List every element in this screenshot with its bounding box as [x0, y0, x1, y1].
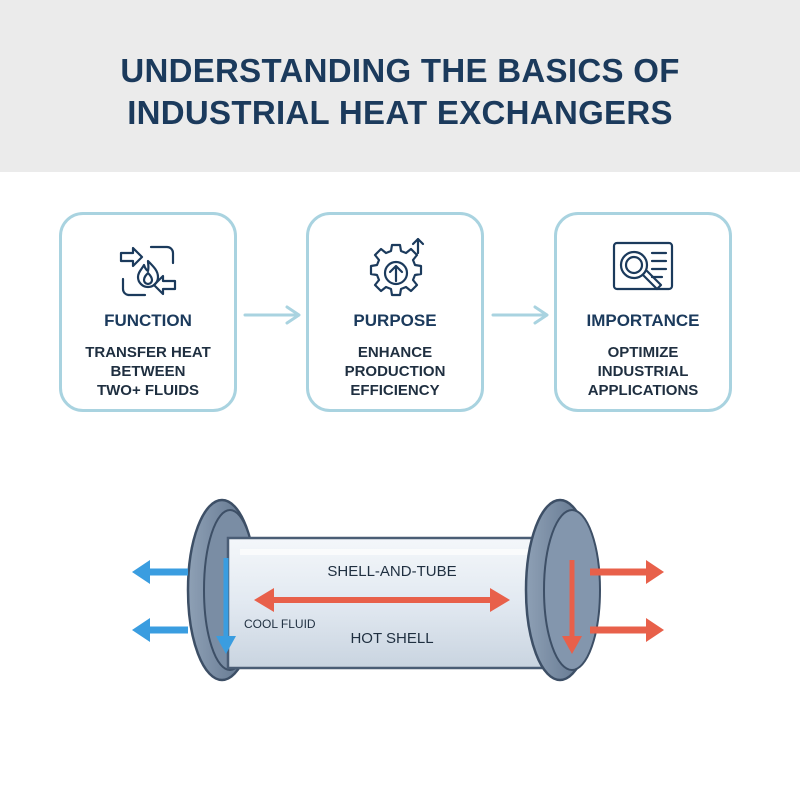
flow-arrow-right-icon — [243, 305, 301, 325]
card-importance-desc-line: OPTIMIZE — [607, 344, 679, 361]
card-function-desc-line: BETWEEN — [110, 363, 186, 380]
label-hot-shell: HOT SHELL — [350, 630, 433, 647]
gear-upgrade-icon — [369, 237, 425, 297]
card-purpose: PURPOSE ENHANCE PRODUCTION EFFICIENCY — [306, 212, 484, 412]
card-function-title: FUNCTION — [104, 311, 192, 330]
card-purpose-title: PURPOSE — [353, 311, 437, 330]
card-importance: IMPORTANCE OPTIMIZE INDUSTRIAL APPLICATI… — [554, 212, 732, 412]
card-purpose-desc-line: PRODUCTION — [344, 363, 446, 380]
card-function: FUNCTION TRANSFER HEAT BETWEEN TWO+ FLUI… — [59, 212, 237, 412]
card-importance-title: IMPORTANCE — [586, 311, 700, 330]
header-banner: UNDERSTANDING THE BASICS OF INDUSTRIAL H… — [0, 0, 800, 172]
heat-exchanger-diagram: SHELL-AND-TUBE COOL FLUID HOT SHELL — [132, 498, 664, 682]
card-importance-desc: OPTIMIZE INDUSTRIAL APPLICATIONS — [567, 343, 719, 400]
card-function-desc-line: TRANSFER HEAT — [85, 344, 211, 361]
heat-transfer-icon — [119, 245, 177, 297]
magnifier-document-icon — [612, 241, 674, 291]
card-function-desc-line: TWO+ FLUIDS — [96, 382, 200, 399]
title-line-2: INDUSTRIAL HEAT EXCHANGERS — [127, 94, 673, 131]
label-cool-fluid: COOL FLUID — [244, 617, 316, 631]
title-line-1: UNDERSTANDING THE BASICS OF — [120, 52, 680, 89]
card-purpose-desc-line: EFFICIENCY — [350, 382, 440, 399]
card-purpose-desc: ENHANCE PRODUCTION EFFICIENCY — [319, 343, 471, 400]
cool-fluid-flow — [132, 558, 236, 654]
card-importance-desc-line: APPLICATIONS — [587, 382, 699, 399]
right-flange — [524, 498, 601, 682]
page-title: UNDERSTANDING THE BASICS OF INDUSTRIAL H… — [0, 50, 800, 134]
card-purpose-desc-line: ENHANCE — [357, 344, 433, 361]
flow-arrow-right-icon — [491, 305, 549, 325]
hot-fluid-flow — [254, 560, 664, 654]
card-function-desc: TRANSFER HEAT BETWEEN TWO+ FLUIDS — [72, 343, 224, 400]
label-shell-and-tube: SHELL-AND-TUBE — [327, 563, 456, 580]
card-importance-desc-line: INDUSTRIAL — [597, 363, 689, 380]
